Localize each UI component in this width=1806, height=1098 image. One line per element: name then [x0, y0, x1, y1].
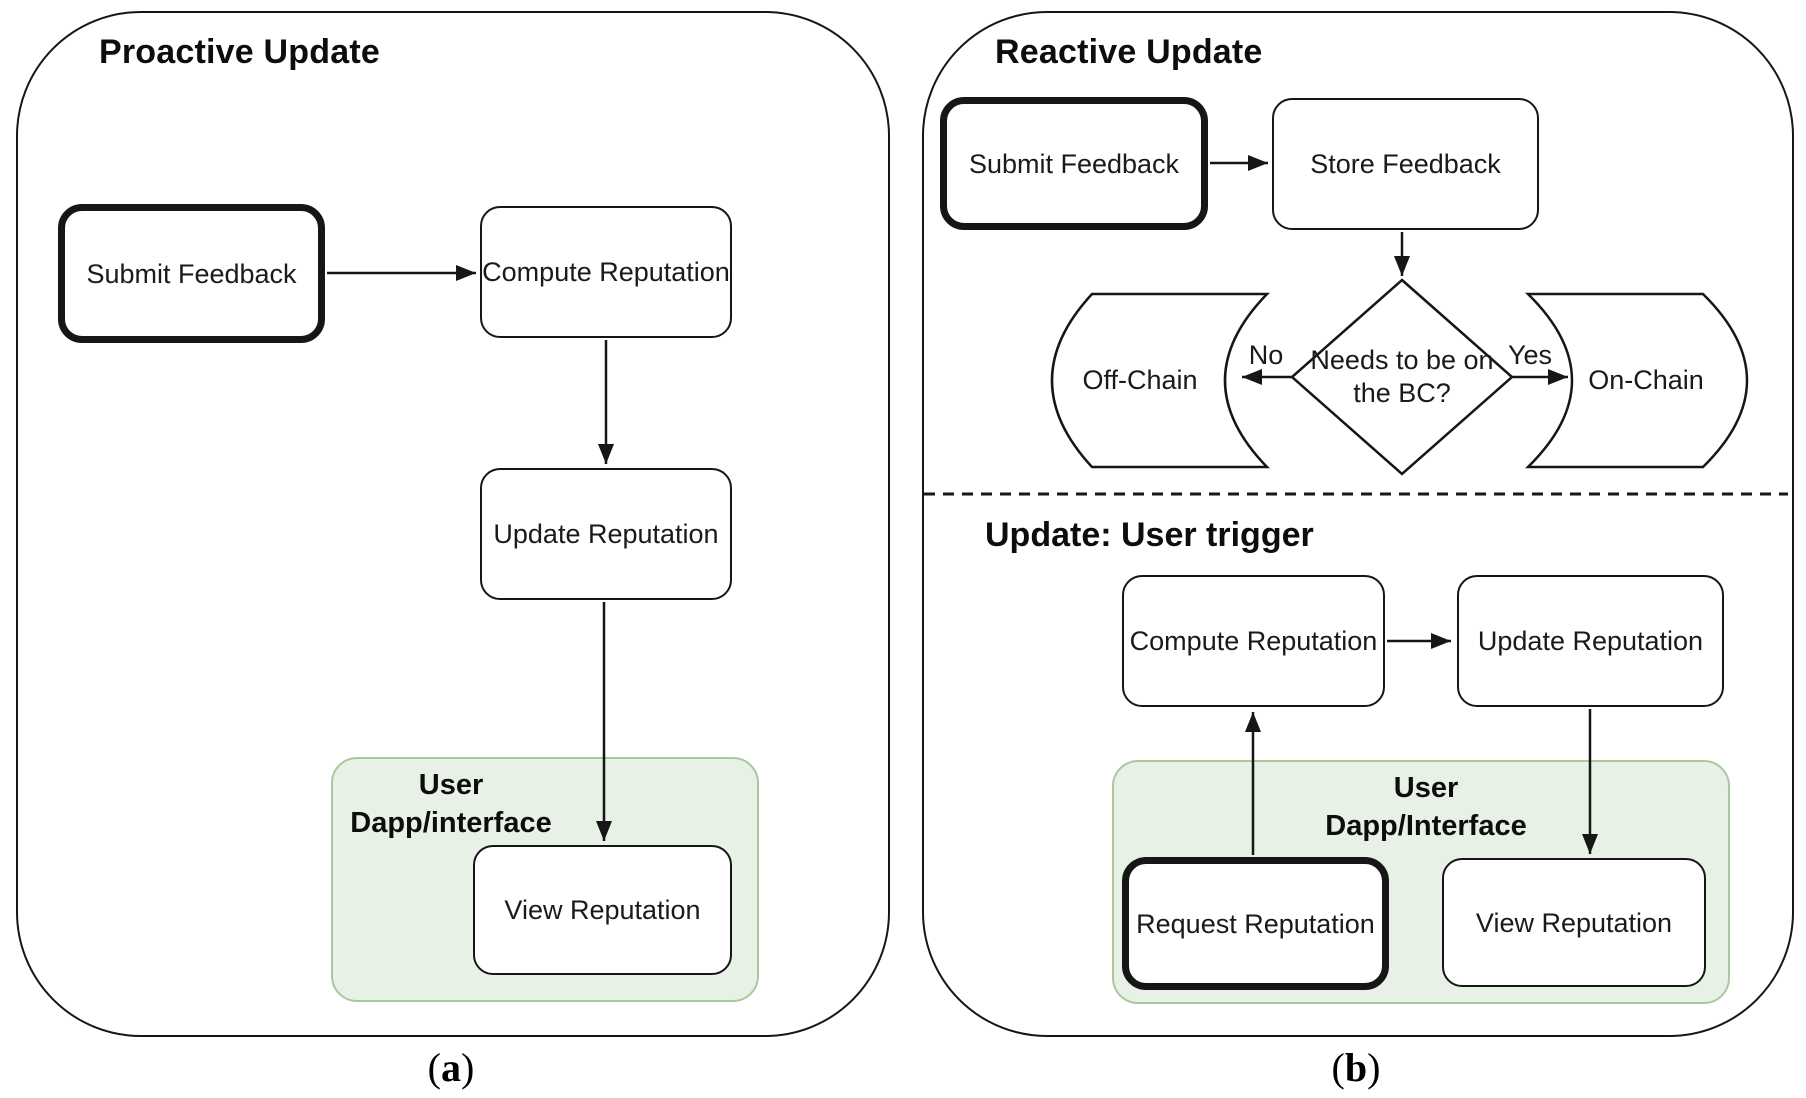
node-view-reputation-a-label: View Reputation	[504, 895, 701, 925]
decision-label: Needs to be on the BC?	[1302, 344, 1502, 410]
caption-b-letter: b	[1344, 1045, 1368, 1090]
caption-b-close: )	[1367, 1045, 1381, 1090]
on-chain-label: On-Chain	[1588, 365, 1704, 395]
edge-label-no: No	[1248, 340, 1284, 370]
caption-a-close: )	[461, 1045, 475, 1090]
node-store-feedback-b: Store Feedback	[1272, 98, 1539, 230]
node-update-reputation-a-label: Update Reputation	[493, 519, 719, 549]
node-submit-feedback-b-label: Submit Feedback	[968, 148, 1180, 179]
panel-b-title: Reactive Update	[995, 33, 1263, 71]
node-view-reputation-b: View Reputation	[1442, 858, 1706, 987]
decision-label-line2: the BC?	[1353, 378, 1451, 408]
decision-label-line1: Needs to be on	[1310, 345, 1494, 375]
off-chain-label: Off-Chain	[1082, 365, 1198, 395]
node-submit-feedback-a-label: Submit Feedback	[86, 258, 297, 289]
node-compute-reputation-b: Compute Reputation	[1122, 575, 1385, 707]
caption-a: (a)	[331, 1044, 571, 1091]
node-update-reputation-b-label: Update Reputation	[1477, 626, 1704, 656]
node-update-reputation-a: Update Reputation	[480, 468, 732, 600]
node-compute-reputation-b-label: Compute Reputation	[1129, 626, 1378, 656]
caption-a-open: (	[427, 1045, 441, 1090]
group-a-label-line1: User	[418, 769, 484, 801]
node-request-reputation-b: Request Reputation	[1122, 857, 1389, 990]
node-submit-feedback-a: Submit Feedback	[58, 204, 325, 343]
section-update-user-trigger: Update: User trigger	[985, 516, 1314, 554]
node-update-reputation-b: Update Reputation	[1457, 575, 1724, 707]
group-a-label-line2: Dapp/interface	[350, 807, 552, 839]
group-user-dapp-b-label: User Dapp/Interface	[1226, 769, 1626, 845]
node-store-feedback-b-label: Store Feedback	[1310, 149, 1501, 179]
node-request-reputation-b-label: Request Reputation	[1136, 908, 1375, 939]
node-view-reputation-b-label: View Reputation	[1475, 907, 1673, 938]
group-user-dapp-a-label: User Dapp/interface	[336, 766, 566, 842]
caption-a-letter: a	[441, 1045, 461, 1090]
caption-b-open: (	[1331, 1045, 1345, 1090]
panel-a-title: Proactive Update	[99, 33, 380, 71]
caption-b: (b)	[1236, 1044, 1476, 1091]
group-b-label-line1: User	[1393, 772, 1459, 804]
node-compute-reputation-a: Compute Reputation	[480, 206, 732, 338]
edge-label-yes: Yes	[1507, 340, 1553, 370]
group-b-label-line2: Dapp/Interface	[1325, 810, 1527, 842]
node-compute-reputation-a-label: Compute Reputation	[482, 257, 730, 287]
node-view-reputation-a: View Reputation	[473, 845, 732, 975]
node-submit-feedback-b: Submit Feedback	[940, 97, 1208, 230]
